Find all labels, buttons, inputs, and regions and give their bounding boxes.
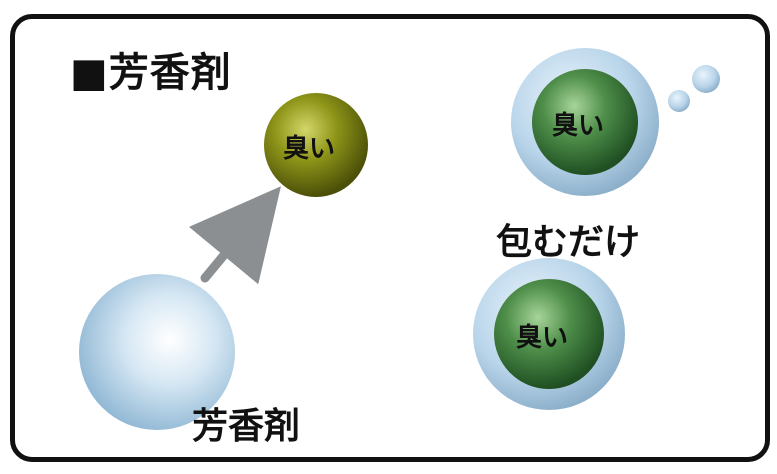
odor-ball-green-top [532, 69, 638, 175]
diagram-title: ■芳香剤 [70, 50, 232, 96]
freshener-ball [79, 274, 235, 430]
arrow-icon [188, 186, 281, 285]
odor-label-yellow: 臭い [283, 134, 336, 164]
small-bubble-1 [668, 90, 690, 112]
freshener-label: 芳香剤 [192, 406, 301, 447]
wrap-label: 包むだけ [496, 222, 641, 263]
odor-label-green-top: 臭い [552, 111, 605, 141]
odor-label-green-bottom: 臭い [516, 323, 569, 353]
odor-ball-yellow [264, 93, 368, 197]
odor-ball-green-bottom [494, 279, 604, 389]
small-bubble-2 [692, 65, 720, 93]
